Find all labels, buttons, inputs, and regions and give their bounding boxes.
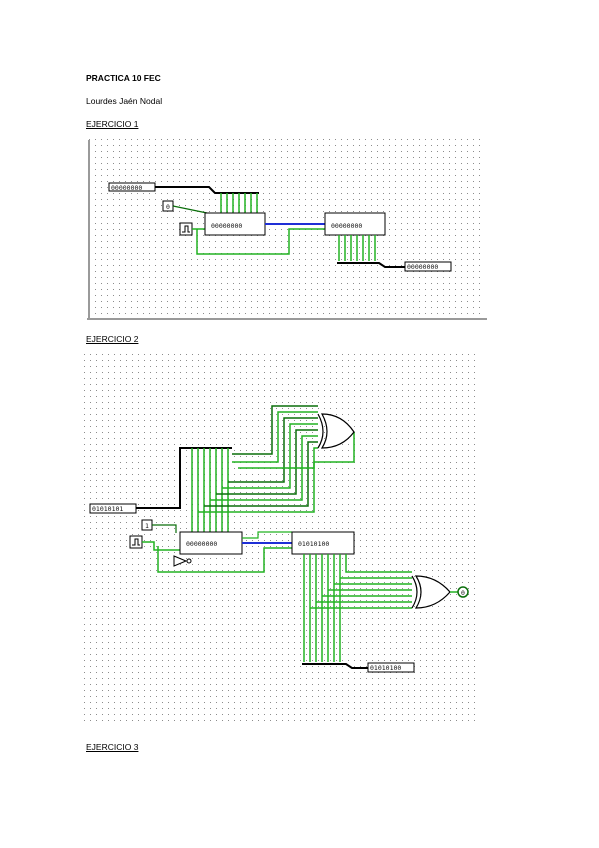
register-2 <box>291 531 355 555</box>
exercise-1-heading: EJERCICIO 1 <box>86 119 139 129</box>
exercise-2-circuit: 01010101 1 <box>82 352 482 724</box>
register-2-bits: 00000000 <box>331 222 362 230</box>
xor-gate-1 <box>317 413 355 449</box>
exercise-3-heading: EJERCICIO 3 <box>86 742 139 752</box>
output-led <box>457 586 469 598</box>
exercise-2-heading: EJERCICIO 2 <box>86 334 139 344</box>
output-pin <box>367 662 415 673</box>
document-title: PRACTICA 10 FEC <box>86 73 161 83</box>
constant-value: 0 <box>166 203 170 211</box>
register-1-bits: 00000000 <box>211 222 242 230</box>
xor-gate-2 <box>411 575 451 609</box>
output-pin <box>404 261 452 272</box>
author-name: Lourdes Jaén Nodal <box>86 96 163 106</box>
exercise-1-circuit: 00000000 0 00000000 00000000 <box>87 137 487 322</box>
not-gate <box>173 555 188 567</box>
register-2 <box>324 212 386 236</box>
register-2-bits: 01010100 <box>298 540 329 548</box>
output-pin-value: 01010100 <box>370 664 401 672</box>
clock-input[interactable] <box>129 535 143 549</box>
clock-input[interactable] <box>179 222 193 236</box>
register-1-bits: 00000000 <box>186 540 217 548</box>
led-value: 0 <box>461 589 465 597</box>
input-pin-value: 00000000 <box>111 184 142 192</box>
output-pin-value: 00000000 <box>407 263 438 271</box>
constant-value: 1 <box>145 522 149 530</box>
input-pin-value: 01010101 <box>92 505 123 513</box>
